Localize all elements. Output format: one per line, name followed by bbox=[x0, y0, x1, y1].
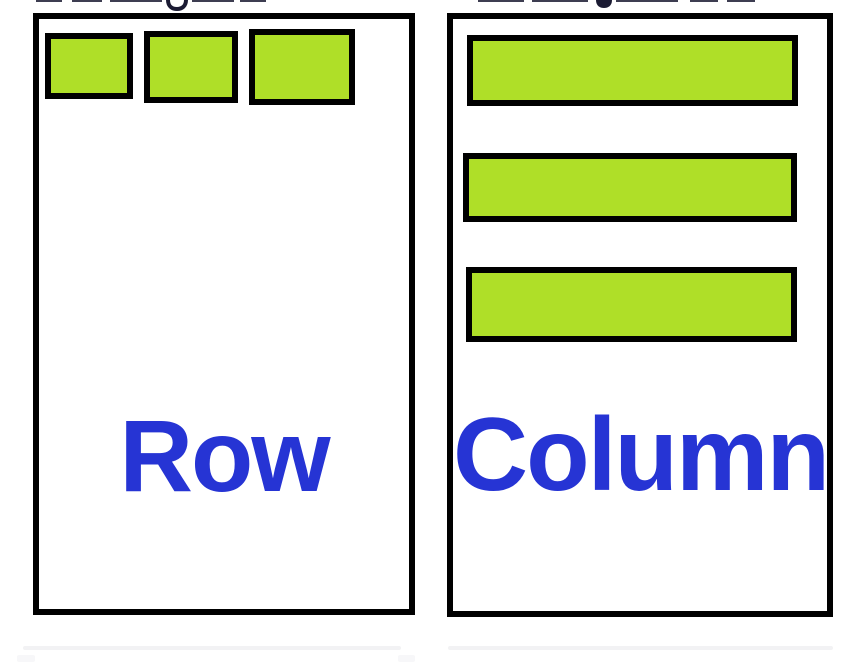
row-item-box-1 bbox=[45, 33, 133, 99]
descender-glyph-icon bbox=[596, 0, 612, 8]
text-fragment-dash bbox=[690, 0, 718, 2]
text-fragment-dash bbox=[478, 0, 524, 2]
cropped-bottom-edge-right bbox=[448, 646, 833, 650]
text-fragment-dash bbox=[36, 0, 62, 2]
descender-glyph-icon bbox=[166, 0, 188, 11]
text-fragment-dash bbox=[532, 0, 588, 2]
cropped-bottom-stub-right bbox=[398, 655, 415, 662]
column-panel: Column bbox=[447, 13, 833, 617]
text-fragment-dash bbox=[72, 0, 102, 2]
cropped-bottom-stub-left bbox=[17, 655, 35, 662]
column-item-bar-2 bbox=[463, 153, 797, 222]
column-item-bar-3 bbox=[466, 267, 797, 342]
row-item-box-2 bbox=[144, 31, 238, 103]
text-fragment-dash bbox=[192, 0, 234, 2]
text-fragment-dash bbox=[240, 0, 266, 2]
row-item-box-3 bbox=[249, 29, 355, 105]
row-panel: Row bbox=[33, 13, 415, 615]
cropped-bottom-edge-left bbox=[23, 646, 401, 650]
text-fragment-dash bbox=[110, 0, 162, 2]
text-fragment-dash bbox=[727, 0, 755, 2]
column-label: Column bbox=[453, 397, 830, 513]
column-item-bar-1 bbox=[467, 35, 798, 106]
text-fragment-dash bbox=[616, 0, 678, 2]
row-label: Row bbox=[119, 399, 330, 513]
